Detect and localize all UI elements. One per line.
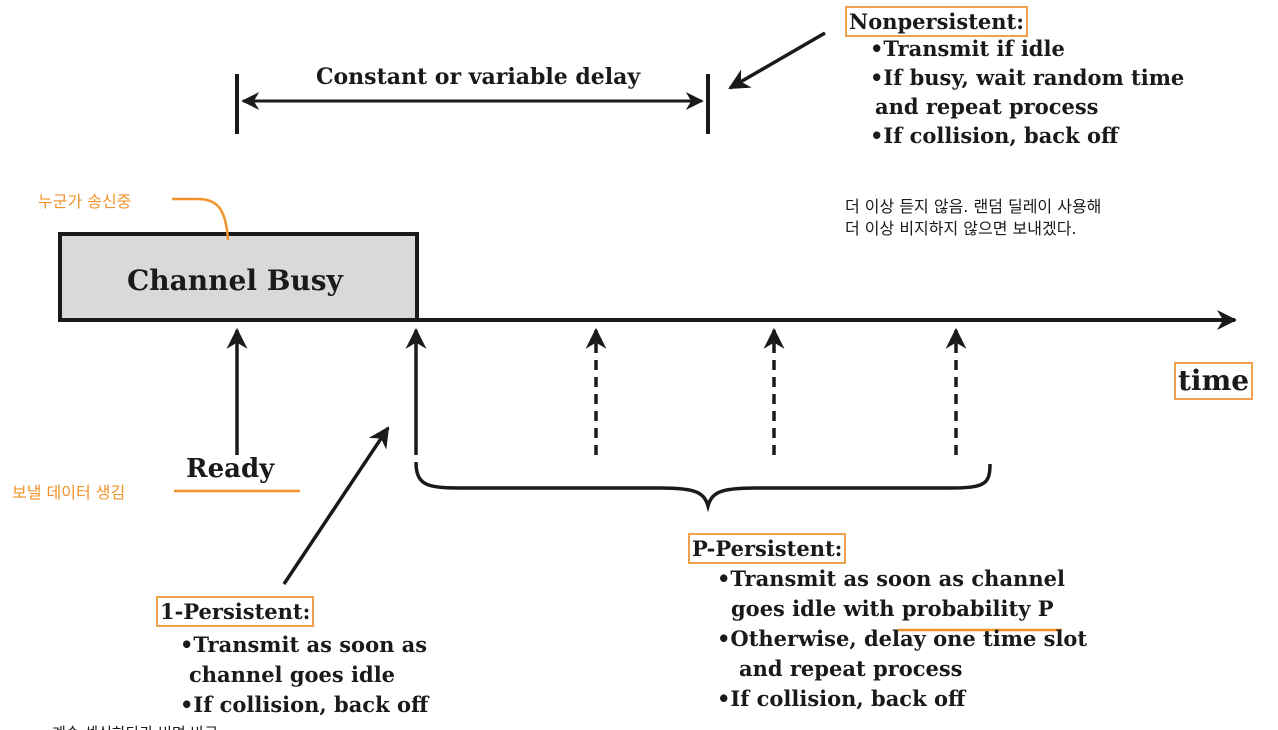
nonpersistent-bullet: •If collision, back off bbox=[870, 123, 1119, 148]
ready-label: Ready bbox=[186, 454, 275, 484]
p-persistent-bullet: •If collision, back off bbox=[717, 686, 966, 711]
nonpersistent-title: Nonpersistent: bbox=[845, 6, 1028, 37]
nonpersistent-bullet: and repeat process bbox=[875, 94, 1099, 119]
one-persistent-bullet: •If collision, back off bbox=[180, 692, 429, 717]
p-persistent-bullets: •Transmit as soon as channel goes idle w… bbox=[717, 564, 1087, 714]
someone-sending-note: 누군가 송신중 bbox=[38, 192, 132, 211]
p-persistent-bullet-line: goes idle with probability P bbox=[717, 594, 1087, 624]
channel-busy-box bbox=[58, 232, 419, 322]
nonpersistent-bullet: •If busy, wait random time bbox=[870, 65, 1185, 90]
p-persistent-bullet: •Transmit as soon as channel bbox=[717, 566, 1065, 591]
someone-sending-callout bbox=[172, 197, 230, 241]
one-persistent-bullets: •Transmit as soon as channel goes idle •… bbox=[180, 630, 428, 720]
one-persistent-bullet: •Transmit as soon as bbox=[180, 632, 428, 657]
data-ready-note: 보낼 데이터 생김 bbox=[12, 483, 126, 502]
one-persistent-pointer-arrow bbox=[282, 426, 390, 585]
nonpersistent-bullets: •Transmit if idle •If busy, wait random … bbox=[870, 34, 1184, 150]
nonpersistent-note-1: 더 이상 듣지 않음. 랜덤 딜레이 사용해 bbox=[845, 197, 1102, 216]
one-persistent-bullet: channel goes idle bbox=[189, 662, 396, 687]
delay-label: Constant or variable delay bbox=[316, 64, 641, 90]
time-label: time bbox=[1174, 362, 1254, 400]
bottom-fragment-note: 계속 센싱하다가 비면 바로 bbox=[52, 722, 218, 730]
p-persistent-brace bbox=[414, 461, 992, 513]
one-persistent-title: 1-Persistent: bbox=[156, 596, 315, 627]
p-persistent-bullet-text: goes idle with bbox=[731, 596, 902, 621]
nonpersistent-pointer-arrow bbox=[728, 31, 826, 90]
nonpersistent-note-2: 더 이상 비지하지 않으면 보내겠다. bbox=[845, 219, 1077, 238]
probability-p-text: probability P bbox=[901, 596, 1054, 621]
p-persistent-bullet: •Otherwise, delay one time slot bbox=[717, 626, 1088, 651]
channel-busy-label: Channel Busy bbox=[127, 264, 343, 297]
p-persistent-title: P-Persistent: bbox=[688, 533, 847, 564]
p-persistent-bullet: and repeat process bbox=[739, 656, 963, 681]
nonpersistent-bullet: •Transmit if idle bbox=[870, 36, 1065, 61]
